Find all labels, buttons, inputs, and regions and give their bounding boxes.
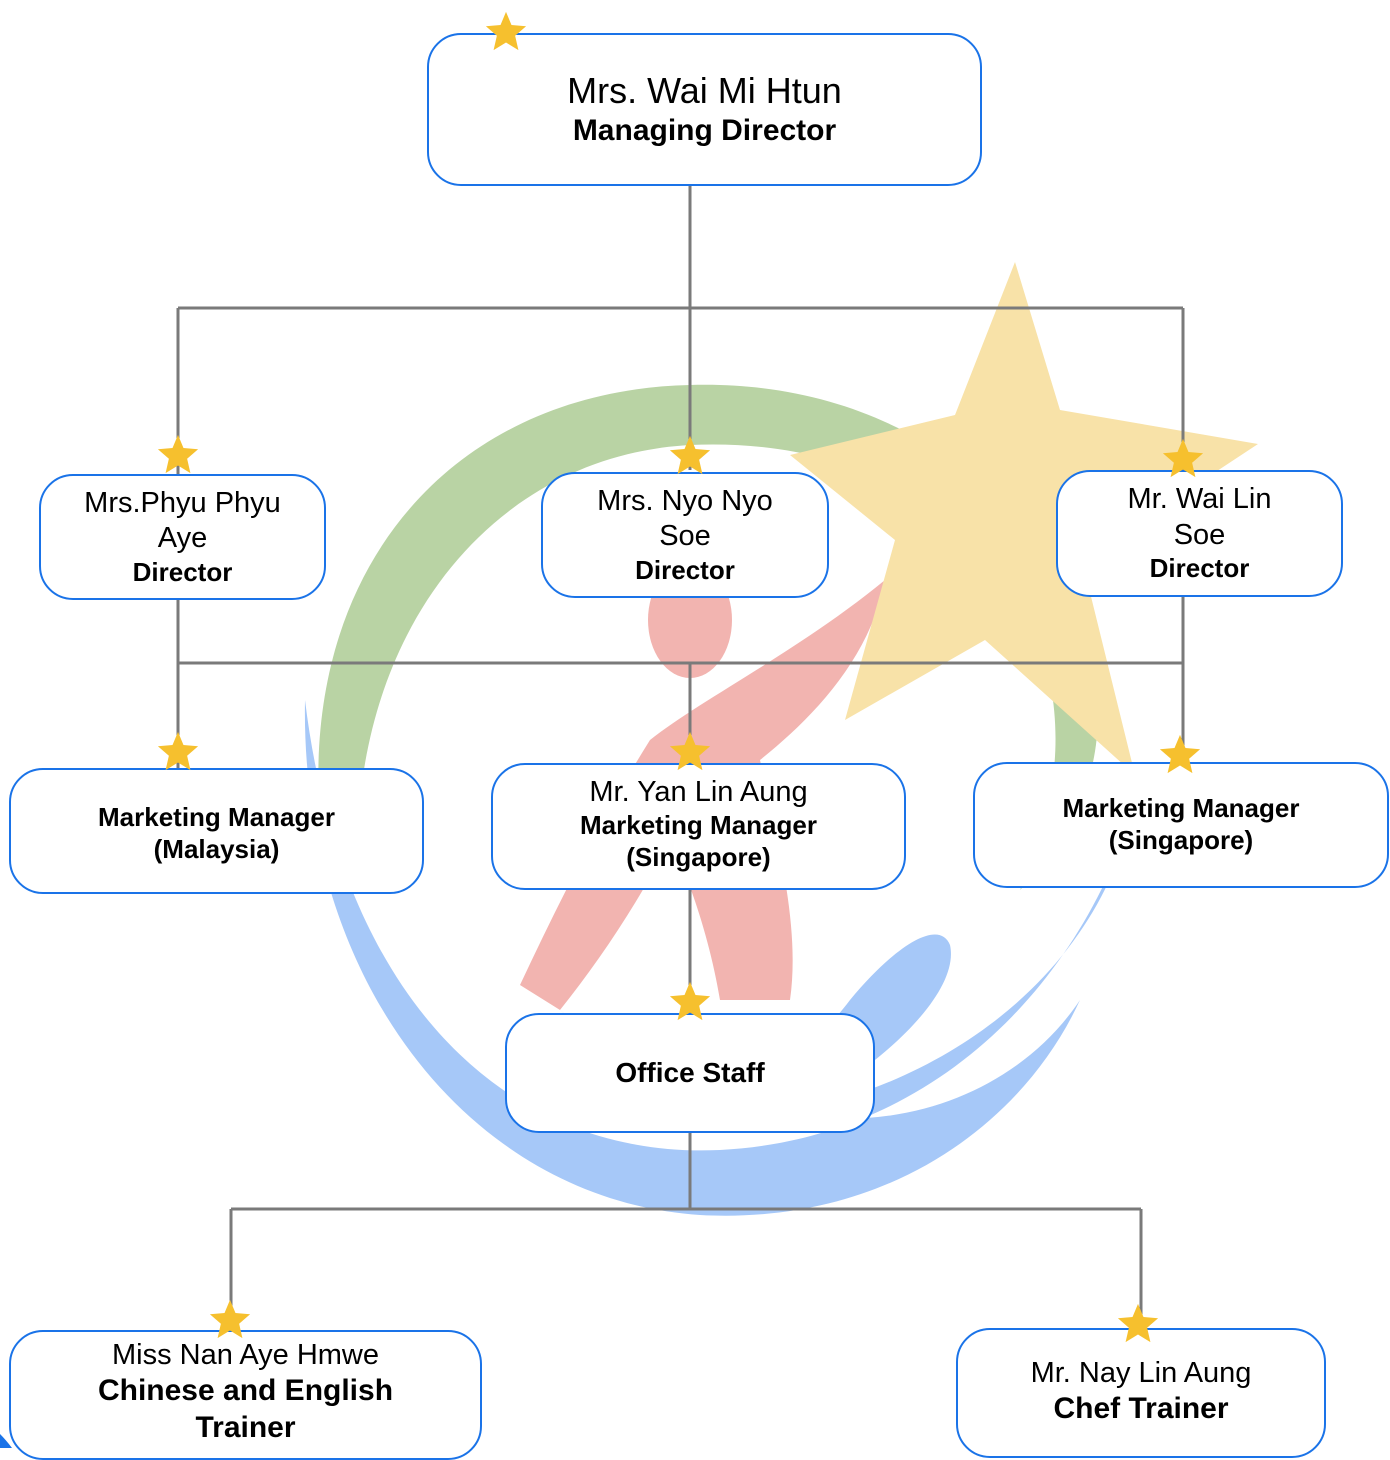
node-role: Marketing Manager (1062, 793, 1300, 824)
star-icon (669, 981, 711, 1021)
node-role: Chef Trainer (1053, 1392, 1229, 1426)
node-managing-director: Mrs. Wai Mi Htun Managing Director (427, 33, 982, 186)
logo-star (790, 262, 1258, 775)
node-region: (Singapore) (1108, 825, 1254, 855)
node-name: Mr. Yan Lin Aung (589, 776, 808, 808)
node-marketing-manager-singapore-1: Mr. Yan Lin Aung Marketing Manager (Sing… (491, 763, 906, 890)
node-role: Director (635, 554, 735, 585)
node-marketing-manager-malaysia: Marketing Manager (Malaysia) (9, 768, 424, 894)
star-icon (1162, 438, 1204, 478)
node-role: Marketing Manager (98, 802, 335, 833)
star-icon (669, 435, 711, 475)
node-director-1: Mrs.Phyu Phyu Aye Director (39, 474, 326, 600)
node-office-staff: Office Staff (505, 1013, 875, 1133)
star-icon (669, 731, 711, 771)
star-icon (157, 731, 199, 771)
star-icon (1159, 734, 1201, 774)
node-role: Director (132, 556, 233, 587)
node-director-3: Mr. Wai Lin Soe Director (1056, 470, 1343, 597)
node-trainer-language: Miss Nan Aye Hmwe Chinese and English Tr… (9, 1330, 482, 1460)
node-region: (Malaysia) (153, 834, 280, 864)
star-icon (157, 434, 199, 474)
node-name: Mrs. Nyo Nyo Soe (597, 484, 773, 553)
node-name: Mr. Wai Lin Soe (1127, 483, 1272, 551)
corner-fragment (0, 1434, 12, 1448)
logo-blue-arc (304, 700, 1130, 1216)
node-name: Mrs. Wai Mi Htun (567, 70, 842, 112)
node-role: Chinese and English Trainer (97, 1374, 394, 1444)
node-director-2: Mrs. Nyo Nyo Soe Director (541, 472, 829, 598)
node-role: Marketing Manager (580, 810, 817, 841)
star-icon (1117, 1303, 1159, 1343)
node-role: Director (1149, 553, 1250, 584)
node-role: Office Staff (615, 1056, 765, 1088)
node-role: Managing Director (572, 114, 837, 148)
node-marketing-manager-singapore-2: Marketing Manager (Singapore) (973, 762, 1389, 888)
node-trainer-chef: Mr. Nay Lin Aung Chef Trainer (956, 1328, 1326, 1458)
node-name: Miss Nan Aye Hmwe (112, 1339, 379, 1371)
star-icon (485, 11, 527, 51)
node-name: Mrs.Phyu Phyu Aye (84, 486, 281, 555)
star-icon (209, 1299, 251, 1339)
node-name: Mr. Nay Lin Aung (1030, 1357, 1252, 1389)
node-region: (Singapore) (626, 842, 771, 873)
